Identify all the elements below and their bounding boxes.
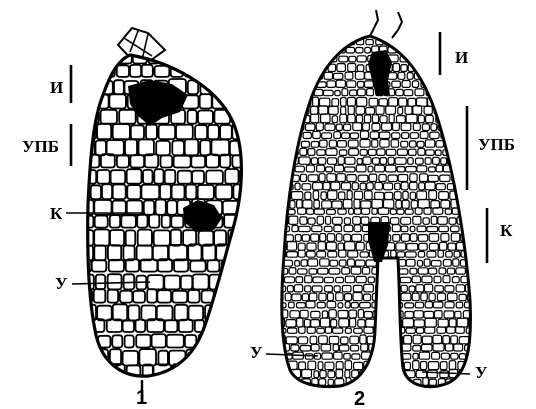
- label-i-right: И: [455, 48, 468, 67]
- figure-number-2: 2: [354, 388, 365, 409]
- label-upb-right: УПБ: [478, 135, 515, 154]
- label-u-left: У: [55, 274, 68, 293]
- label-k-left: К: [50, 204, 63, 223]
- label-i-left: И: [50, 78, 63, 97]
- label-u-right-left: У: [250, 343, 263, 362]
- tip-hairs-2: [370, 10, 402, 38]
- label-k-right: К: [500, 221, 513, 240]
- figure-number-1: 1: [136, 387, 147, 409]
- label-u-right-right: У: [475, 363, 488, 382]
- embryo-2: [266, 10, 490, 400]
- label-upb-left: УПБ: [22, 137, 59, 156]
